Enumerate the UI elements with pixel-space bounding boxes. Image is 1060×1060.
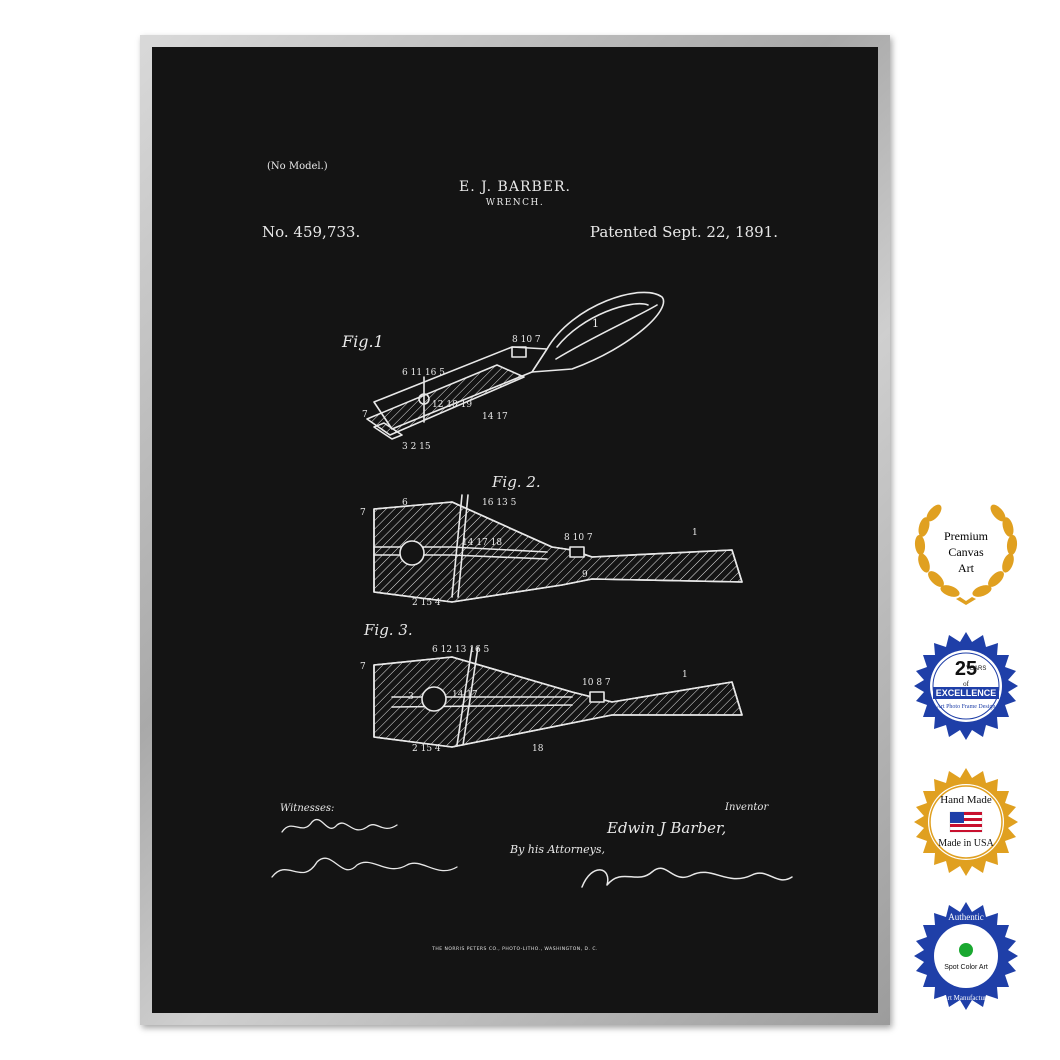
inventor-label: Inventor [725,802,769,813]
art-manufacture-text: Art Manufacture [942,994,990,1002]
gold-seal-icon [914,768,1018,876]
svg-text:8 10 7: 8 10 7 [564,533,593,543]
silver-picture-frame: (No Model.) E. J. BARBER. WRENCH. No. 45… [140,35,890,1025]
attorneys-label: By his Attorneys, [510,843,605,856]
svg-text:6: 6 [402,498,408,508]
years-text: YEARS [966,666,987,672]
svg-text:1: 1 [592,317,599,330]
svg-text:10 8 7: 10 8 7 [582,678,611,688]
printer-credit: THE NORRIS PETERS CO., PHOTO-LITHO., WAS… [432,947,598,952]
svg-text:3: 3 [408,692,414,702]
ring-text: Art Photo Frame Design [936,704,996,710]
spot-color-art-text: Spot Color Art [944,964,988,971]
svg-text:6 12 13 16 5: 6 12 13 16 5 [432,645,490,655]
svg-text:2 15 4: 2 15 4 [412,598,441,608]
wrench-patent-drawing: Fig.1 8 10 7 6 11 16 5 12 18 19 14 17 7 … [271,291,793,888]
authentic-text: Authentic [948,912,984,922]
excellence-seal-badge: 25 YEARS of EXCELLENCE Art Photo Frame D… [906,630,1026,750]
art-text: Art [958,561,974,575]
made-in-usa-text: Made in USA [938,838,994,849]
hand-made-text: Hand Made [940,794,992,806]
svg-text:14 17: 14 17 [482,412,508,422]
made-in-usa-badge: Hand Made Made in USA [906,766,1026,886]
svg-text:8 10 7: 8 10 7 [512,335,541,345]
of-text: of [963,680,969,688]
inventor-name-heading: E. J. BARBER. [459,179,571,195]
premium-canvas-badge: Premium Canvas Art [906,493,1026,613]
svg-text:2 15 4: 2 15 4 [412,744,441,754]
patent-number: No. 459,733. [262,223,361,241]
fig3-wrench-figure: 6 12 13 16 5 7 3 14 17 10 8 7 1 2 15 4 1… [360,645,743,754]
starburst-seal-icon [914,632,1018,740]
no-model-label: (No Model.) [267,161,328,172]
witnesses-label: Witnesses: [280,803,335,814]
laurel-wreath-icon [914,504,1018,605]
fig1-wrench-figure: 8 10 7 6 11 16 5 12 18 19 14 17 7 3 2 15… [362,291,665,452]
svg-text:14 17: 14 17 [452,690,478,700]
svg-text:7: 7 [362,410,368,420]
svg-text:1: 1 [682,670,688,680]
fig2-wrench-figure: 6 7 16 13 5 14 17 18 8 10 7 1 9 2 15 4 [360,494,743,608]
excellence-text: EXCELLENCE [932,687,1000,699]
attorney-signature [581,867,793,888]
us-flag-icon [949,811,983,833]
canvas-text: Canvas [948,545,984,559]
fig1-label: Fig.1 [341,332,384,351]
fig3-label: Fig. 3. [363,621,413,639]
svg-text:3 2 15: 3 2 15 [402,442,431,452]
svg-text:18: 18 [532,744,544,754]
svg-text:12 18 19: 12 18 19 [432,400,472,410]
witness-signatures [271,819,458,878]
green-dot-icon [959,943,973,957]
svg-text:9: 9 [582,570,588,580]
svg-text:1: 1 [692,528,698,538]
inventor-signature: Edwin J Barber, [607,819,727,837]
years-number: 25 [954,658,978,680]
svg-text:6 11 16 5: 6 11 16 5 [402,368,445,378]
patent-print-canvas: (No Model.) E. J. BARBER. WRENCH. No. 45… [152,47,878,1013]
authentic-seal-badge: Authentic Spot Color Art Art Manufacture [906,900,1026,1020]
patent-date: Patented Sept. 22, 1891. [589,223,778,241]
svg-text:16 13 5: 16 13 5 [482,498,517,508]
fig2-label: Fig. 2. [491,473,541,491]
premium-text: Premium [944,529,988,543]
svg-text:7: 7 [360,508,366,518]
svg-text:7: 7 [360,662,366,672]
authentic-seal-icon [914,902,1018,1010]
patent-title: WRENCH. [485,198,545,208]
svg-text:14 17 18: 14 17 18 [462,538,502,548]
